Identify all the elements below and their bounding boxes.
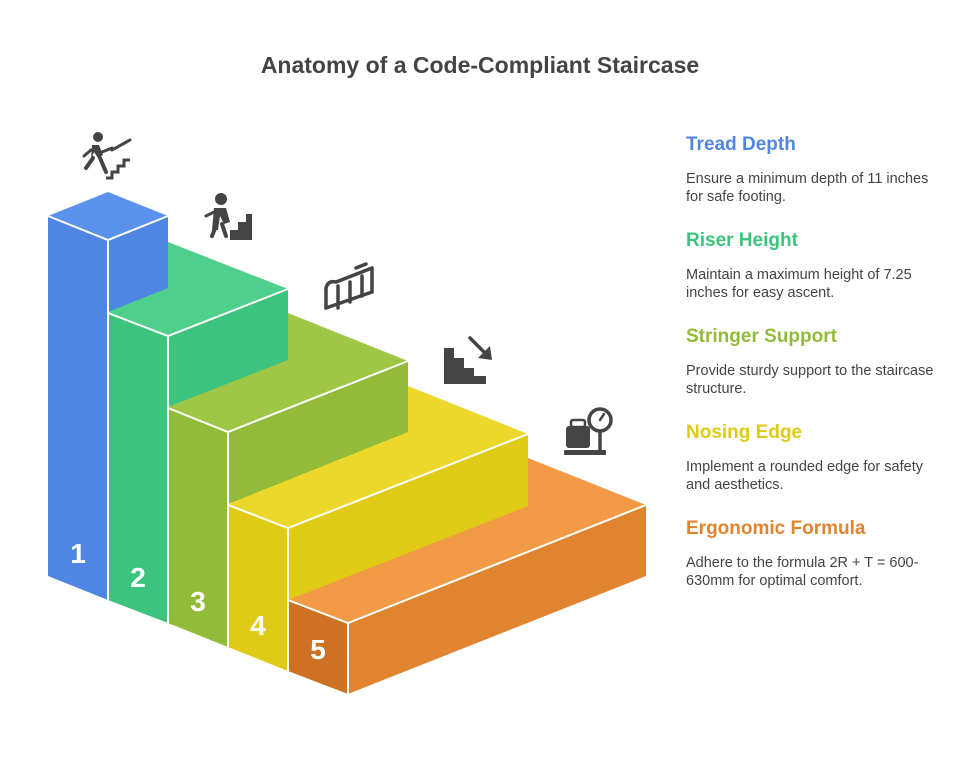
step-4-number: 4 xyxy=(250,610,266,641)
nosing-edge-description: Implement a rounded edge for safety and … xyxy=(686,459,923,493)
stairs-down-arrow-icon xyxy=(444,336,492,384)
riser-height-title: Riser Height xyxy=(686,230,798,251)
riser-height-description: Maintain a maximum height of 7.25 inches… xyxy=(686,267,912,301)
step-1-block xyxy=(47,192,169,600)
legend-item-ergonomic-formula: Ergonomic Formula Adhere to the formula … xyxy=(686,518,946,590)
step-3-block xyxy=(167,313,409,647)
legend-item-stringer-support: Stringer Support Provide sturdy support … xyxy=(686,326,946,398)
nosing-edge-title: Nosing Edge xyxy=(686,422,803,443)
tread-depth-description: Ensure a minimum depth of 11 inches for … xyxy=(686,171,929,205)
ergonomic-formula-title: Ergonomic Formula xyxy=(686,518,866,539)
legend-item-tread-depth: Tread Depth Ensure a minimum depth of 11… xyxy=(686,134,946,206)
step-3-number: 3 xyxy=(190,586,206,617)
page-title: Anatomy of a Code-Compliant Staircase xyxy=(260,52,700,78)
step-5-number: 5 xyxy=(310,634,326,665)
legend-item-nosing-edge: Nosing Edge Implement a rounded edge for… xyxy=(686,422,946,494)
stair-railing-icon xyxy=(324,262,374,310)
person-on-steps-icon xyxy=(204,193,252,240)
step-2-number: 2 xyxy=(130,562,146,593)
step-4-block xyxy=(227,386,529,671)
stringer-support-title: Stringer Support xyxy=(686,326,837,347)
ergonomic-formula-description: Adhere to the formula 2R + T = 600-630mm… xyxy=(686,555,919,589)
person-climbing-stairs-icon xyxy=(82,132,132,180)
step-5-block xyxy=(287,458,647,694)
stringer-support-description: Provide sturdy support to the staircase … xyxy=(686,363,934,397)
tread-depth-title: Tread Depth xyxy=(686,134,796,155)
step-1-number: 1 xyxy=(70,538,86,569)
scale-weight-icon xyxy=(564,407,613,455)
legend-item-riser-height: Riser Height Maintain a maximum height o… xyxy=(686,230,946,302)
